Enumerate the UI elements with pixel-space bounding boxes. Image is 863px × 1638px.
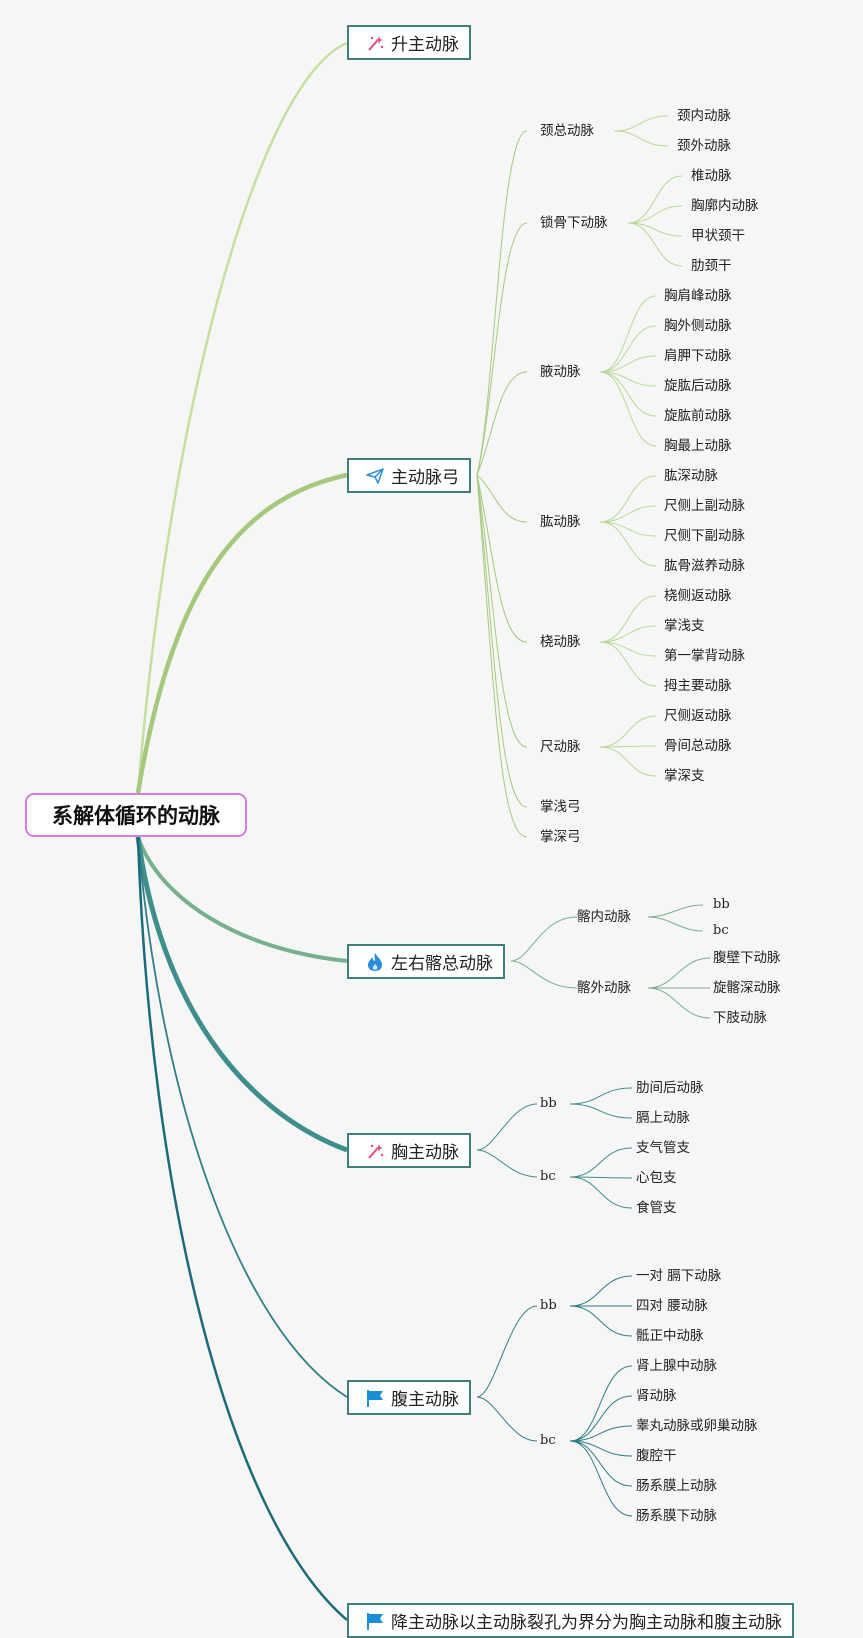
branch-label: 腹主动脉 <box>391 1390 459 1410</box>
leaf-item[interactable]: 旋肱前动脉 <box>664 408 732 424</box>
leaf-item[interactable]: 拇主要动脉 <box>664 678 732 694</box>
leaf-item[interactable]: 膈上动脉 <box>636 1110 690 1126</box>
branch-aortic-arch[interactable]: 主动脉弓 <box>347 458 471 493</box>
leaf-item[interactable]: 支气管支 <box>636 1140 690 1156</box>
leaf-item[interactable]: 肋颈干 <box>691 258 732 274</box>
leaf-item[interactable]: 第一掌背动脉 <box>664 648 745 664</box>
leaf-item[interactable]: 尺侧下副动脉 <box>664 528 745 544</box>
branch-label: 降主动脉以主动脉裂孔为界分为胸主动脉和腹主动脉 <box>391 1613 782 1633</box>
node-thoracic-bb[interactable]: bb <box>540 1096 557 1111</box>
leaf-item[interactable]: 骨间总动脉 <box>664 738 732 754</box>
node-thoracic-bc[interactable]: bc <box>540 1169 556 1184</box>
leaf-item[interactable]: 椎动脉 <box>691 168 732 184</box>
flame-icon <box>365 952 385 972</box>
leaf-item[interactable]: bb <box>713 897 730 912</box>
leaf-item[interactable]: 胸肩峰动脉 <box>664 288 732 304</box>
node-radial[interactable]: 桡动脉 <box>540 634 581 650</box>
node-subclavian[interactable]: 锁骨下动脉 <box>540 215 608 231</box>
leaf-item[interactable]: 胸最上动脉 <box>664 438 732 454</box>
leaf-item[interactable]: 旋髂深动脉 <box>713 980 781 996</box>
sparkle-wand-icon <box>365 1141 385 1161</box>
link-root-arch <box>135 472 348 794</box>
node-internal-iliac[interactable]: 髂内动脉 <box>577 909 631 925</box>
leaf-item[interactable]: 肠系膜上动脉 <box>636 1478 717 1494</box>
flag-icon <box>365 1611 385 1631</box>
branch-label: 左右髂总动脉 <box>391 954 493 974</box>
link-root-descending <box>136 836 348 1621</box>
node-deep-palmar-arch[interactable]: 掌深弓 <box>540 829 581 845</box>
leaf-item[interactable]: 心包支 <box>636 1170 677 1186</box>
flag-icon <box>365 1388 385 1408</box>
node-external-iliac[interactable]: 髂外动脉 <box>577 980 631 996</box>
branch-thoracic-aorta[interactable]: 胸主动脉 <box>347 1133 471 1168</box>
leaf-item[interactable]: 睾丸动脉或卵巢动脉 <box>636 1418 758 1434</box>
leaf-item[interactable]: 肾上腺中动脉 <box>636 1358 717 1374</box>
node-ulnar[interactable]: 尺动脉 <box>540 739 581 755</box>
branch-common-iliac[interactable]: 左右髂总动脉 <box>347 944 505 979</box>
leaf-item[interactable]: 四对 腰动脉 <box>636 1298 708 1314</box>
leaf-item[interactable]: 下肢动脉 <box>713 1010 767 1026</box>
leaf-item[interactable]: 掌深支 <box>664 768 705 784</box>
leaf-item[interactable]: 腹腔干 <box>636 1448 677 1464</box>
branch-label: 胸主动脉 <box>391 1143 459 1163</box>
leaf-item[interactable]: 桡侧返动脉 <box>664 588 732 604</box>
link-root-abdominal <box>137 836 348 1398</box>
node-abdominal-bb[interactable]: bb <box>540 1298 557 1313</box>
link-root-iliac <box>136 836 348 963</box>
node-superficial-palmar-arch[interactable]: 掌浅弓 <box>540 799 581 815</box>
leaf-item[interactable]: 肩胛下动脉 <box>664 348 732 364</box>
leaf-item[interactable]: 旋肱后动脉 <box>664 378 732 394</box>
leaf-item[interactable]: 尺侧上副动脉 <box>664 498 745 514</box>
leaf-item[interactable]: 掌浅支 <box>664 618 705 634</box>
leaf-item[interactable]: 一对 膈下动脉 <box>636 1268 722 1284</box>
branch-label: 主动脉弓 <box>391 468 459 488</box>
node-abdominal-bc[interactable]: bc <box>540 1433 556 1448</box>
node-common-carotid[interactable]: 颈总动脉 <box>540 123 594 139</box>
leaf-item[interactable]: 甲状颈干 <box>691 228 745 244</box>
leaf-item[interactable]: 骶正中动脉 <box>636 1328 704 1344</box>
leaf-item[interactable]: 尺侧返动脉 <box>664 708 732 724</box>
branch-ascending-aorta[interactable]: 升主动脉 <box>347 25 471 60</box>
branch-descending-aorta[interactable]: 降主动脉以主动脉裂孔为界分为胸主动脉和腹主动脉 <box>347 1603 794 1638</box>
leaf-item[interactable]: 肱深动脉 <box>664 468 718 484</box>
leaf-item[interactable]: 颈外动脉 <box>677 138 731 154</box>
leaf-item[interactable]: 胸外侧动脉 <box>664 318 732 334</box>
branch-abdominal-aorta[interactable]: 腹主动脉 <box>347 1380 471 1415</box>
leaf-item[interactable]: 胸廓内动脉 <box>691 198 759 214</box>
sparkle-wand-icon <box>365 33 385 53</box>
leaf-item[interactable]: 肠系膜下动脉 <box>636 1508 717 1524</box>
leaf-item[interactable]: bc <box>713 923 729 938</box>
node-axillary[interactable]: 腋动脉 <box>540 364 581 380</box>
root-topic[interactable]: 系解体循环的动脉 <box>25 793 247 837</box>
leaf-item[interactable]: 肾动脉 <box>636 1388 677 1404</box>
leaf-item[interactable]: 颈内动脉 <box>677 108 731 124</box>
leaf-item[interactable]: 食管支 <box>636 1200 677 1216</box>
branch-label: 升主动脉 <box>391 35 459 55</box>
leaf-item[interactable]: 肋间后动脉 <box>636 1080 704 1096</box>
link-root-thoracic <box>135 836 348 1153</box>
leaf-item[interactable]: 肱骨滋养动脉 <box>664 558 745 574</box>
link-root-ascending <box>136 41 348 794</box>
node-brachial[interactable]: 肱动脉 <box>540 514 581 530</box>
paper-plane-icon <box>365 466 385 486</box>
leaf-item[interactable]: 腹壁下动脉 <box>713 950 781 966</box>
